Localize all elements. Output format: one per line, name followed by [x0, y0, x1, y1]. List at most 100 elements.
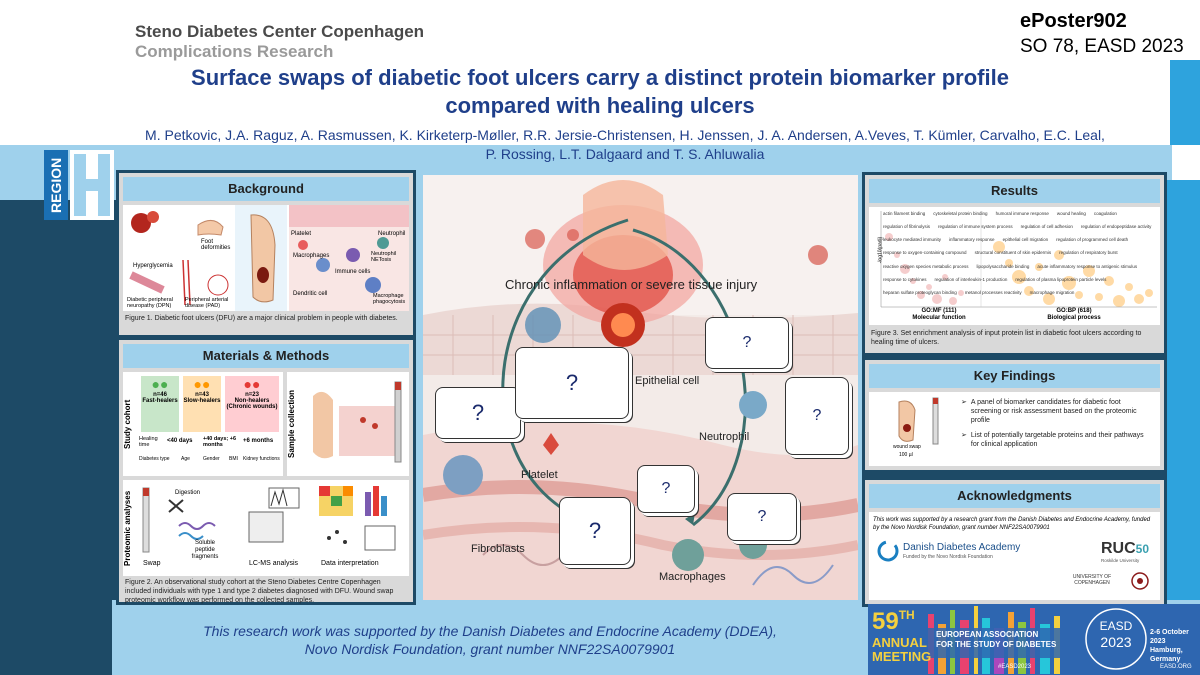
- people-icon: ●●: [151, 376, 169, 392]
- result-term: inflammatory response: [949, 237, 995, 243]
- easd-banner: 59TH ANNUAL MEETING EUROPEAN ASSOCIATION…: [868, 604, 1200, 675]
- background-figure: Hyperglycemia Foot deformities Diabetic …: [123, 205, 409, 311]
- ku-line-2: COPENHAGEN: [1074, 580, 1110, 586]
- step-swap: Swap: [143, 560, 161, 567]
- figure1-caption: Figure 1. Diabetic foot ulcers (DFU) are…: [125, 315, 398, 322]
- arrow-right-icon: ➢: [961, 432, 967, 439]
- step-digestion: Digestion: [175, 490, 201, 496]
- easd-logo-text: EASD: [1099, 619, 1133, 633]
- results-bp: GO:BP (618) Biological process: [1029, 308, 1119, 322]
- right-band-top: [1170, 60, 1200, 145]
- study-cohort-label: Study cohort: [123, 399, 132, 449]
- group-slow: ●● n=43 Slow-healers: [183, 376, 221, 432]
- finding-text: List of potentially targetable proteins …: [970, 432, 1144, 448]
- label-macrophages-fig: Macrophages: [659, 571, 726, 583]
- dda-circle-icon: [877, 540, 899, 562]
- label-dpn: Diabetic peripheral neuropathy (DPN): [127, 297, 173, 309]
- cov-gender: Gender: [203, 456, 220, 462]
- methods-heading: Materials & Methods: [123, 344, 409, 368]
- support-statement: This research work was supported by the …: [140, 622, 840, 658]
- finding-item: ➢ A panel of biomarker candidates for di…: [961, 398, 1151, 425]
- result-term: epithelial cell migration: [1002, 237, 1049, 243]
- group-slow-n: n=43: [195, 392, 209, 398]
- result-term: regulation of cell adhesion: [1020, 224, 1073, 230]
- session-id: SO 78, EASD 2023: [1020, 36, 1184, 57]
- result-term: cytoskeletal protein binding: [933, 211, 988, 216]
- results-plot: -log10(padj) actin filament binding cyto…: [869, 207, 1160, 325]
- ku-seal-icon: [1131, 572, 1149, 590]
- figure3-caption: Figure 3. Set enrichment analysis of inp…: [871, 330, 1142, 346]
- question-box-3: ?: [705, 317, 789, 369]
- enrichment-plot-icon: [869, 207, 1160, 325]
- easd-assoc-1: EUROPEAN ASSOCIATION: [936, 630, 1039, 639]
- figure-banner: Chronic inflammation or severe tissue in…: [505, 277, 758, 292]
- finding-item: ➢ List of potentially targetable protein…: [961, 431, 1151, 449]
- results-mf-sub: Molecular function: [912, 315, 966, 321]
- result-term: humoral immune response: [995, 211, 1049, 216]
- result-term: acute inflammatory response to antigenic…: [1037, 263, 1138, 269]
- result-term: regulation of plasma lipoprotein particl…: [1015, 276, 1107, 282]
- findings-body: wound swap 100 µl ➢ A panel of biomarker…: [869, 392, 1160, 466]
- easd-year: 2023: [1100, 634, 1132, 650]
- ack-body: This work was supported by a research gr…: [869, 512, 1160, 600]
- wound-sample-icon: [313, 381, 402, 463]
- support-line-2: Novo Nordisk Foundation, grant number NN…: [304, 641, 676, 657]
- group-non-name: Non-healers (Chronic wounds): [226, 398, 278, 410]
- results-panel: Results: [865, 175, 1164, 353]
- wound-swap-volume: 100 µl: [899, 452, 913, 458]
- authors-line-1: M. Petkovic, J.A. Raguz, A. Rasmussen, K…: [145, 127, 1105, 143]
- easd-place: Hamburg, Germany: [1150, 647, 1183, 663]
- easd-skyline-icon: [868, 604, 1200, 675]
- result-term: leukocyte mediated immunity: [883, 237, 942, 243]
- group-fast-name: Fast-healers: [142, 398, 178, 404]
- label-neutrophil-fig: Neutrophil: [699, 431, 750, 443]
- easd-number: 59TH: [872, 608, 915, 636]
- easd-annual-text: ANNUAL: [872, 635, 927, 650]
- right-column: Results: [862, 172, 1167, 607]
- group-non-n: n=23: [245, 392, 259, 398]
- org-name: Steno Diabetes Center Copenhagen: [135, 22, 425, 41]
- easd-annual: ANNUAL MEETING: [872, 636, 931, 664]
- result-term: reactive oxygen species metabolic proces…: [883, 263, 969, 269]
- label-epithelial: Epithelial cell: [635, 375, 700, 387]
- people-icon: ●●: [193, 376, 211, 392]
- question-box-2: ?: [515, 347, 629, 419]
- ruc-50: 50: [1135, 542, 1150, 556]
- result-term: coagulation: [1093, 211, 1117, 216]
- results-term-list: actin filament binding cytoskeletal prot…: [883, 211, 1153, 301]
- author-list: M. Petkovic, J.A. Raguz, A. Rasmussen, K…: [90, 126, 1160, 164]
- region-logo-text: REGION: [44, 150, 68, 220]
- group-slow-name: Slow-healers: [183, 398, 221, 404]
- cov-age: Age: [181, 456, 190, 462]
- left-column: Background Hyperglycem: [116, 170, 416, 605]
- result-term: structural constituent of skin epidermis: [974, 250, 1052, 256]
- easd-th: TH: [898, 608, 915, 622]
- group-fast-n: n=46: [153, 392, 167, 398]
- question-box-1: ?: [435, 387, 521, 439]
- label-hyperglycemia: Hyperglycemia: [133, 263, 173, 269]
- easd-web[interactable]: EASD.ORG: [1160, 664, 1192, 670]
- time-non: +6 months: [243, 438, 274, 444]
- dept-name: Complications Research: [135, 42, 334, 61]
- ack-text: This work was supported by a research gr…: [873, 517, 1151, 531]
- easd-date-place: 2-6 October 2023 Hamburg, Germany: [1150, 628, 1200, 664]
- easd-assoc: EUROPEAN ASSOCIATION FOR THE STUDY OF DI…: [936, 630, 1056, 650]
- results-bp-sub: Biological process: [1047, 315, 1101, 321]
- results-mf-label: GO:MF (111): [921, 308, 957, 314]
- dda-logo: Danish Diabetes Academy Funded by the No…: [877, 540, 1057, 562]
- question-box-6: ?: [727, 493, 797, 541]
- result-term: actin filament binding: [883, 211, 926, 216]
- people-icon: ●●: [243, 376, 261, 392]
- label-platelet-fig: Platelet: [521, 469, 558, 481]
- pathway-figure: Chronic inflammation or severe tissue in…: [423, 175, 858, 600]
- cov-kidney: Kidney functions: [243, 456, 280, 462]
- label-pad: Peripheral arterial disease (PAD): [185, 297, 229, 309]
- group-fast: ●● n=46 Fast-healers: [141, 376, 179, 432]
- background-panel: Background Hyperglycem: [119, 173, 413, 335]
- ack-panel: Acknowledgments This work was supported …: [865, 480, 1164, 604]
- easd-date: 2-6 October 2023: [1150, 629, 1189, 645]
- arrow-right-icon: ➢: [961, 399, 967, 406]
- label-macrophages: Macrophages: [293, 253, 330, 259]
- dda-name: Danish Diabetes Academy: [903, 542, 1021, 553]
- background-heading: Background: [123, 177, 409, 201]
